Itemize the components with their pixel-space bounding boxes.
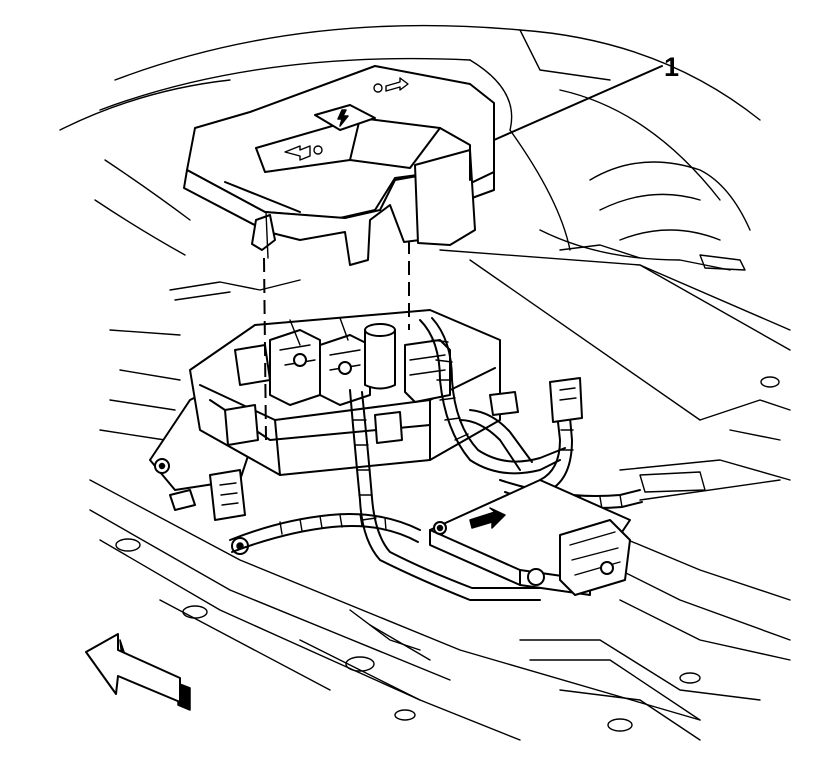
relay-components — [224, 317, 451, 446]
lightning-bolt-icon — [337, 109, 349, 127]
release-arrow-icon — [385, 77, 409, 92]
arrow-left-icon — [85, 633, 191, 711]
fuse-block-base — [149, 309, 501, 555]
fuse-block-cover — [183, 65, 495, 266]
cover-latch — [251, 214, 276, 251]
callout-label-1: 1 — [664, 52, 680, 82]
callout-leader — [493, 65, 663, 141]
sensing-module — [429, 479, 631, 596]
alignment-guides — [263, 240, 410, 441]
electrical-connectors — [169, 377, 583, 521]
release-arrow-icon — [284, 145, 311, 161]
vehicle-body-background — [59, 24, 791, 741]
